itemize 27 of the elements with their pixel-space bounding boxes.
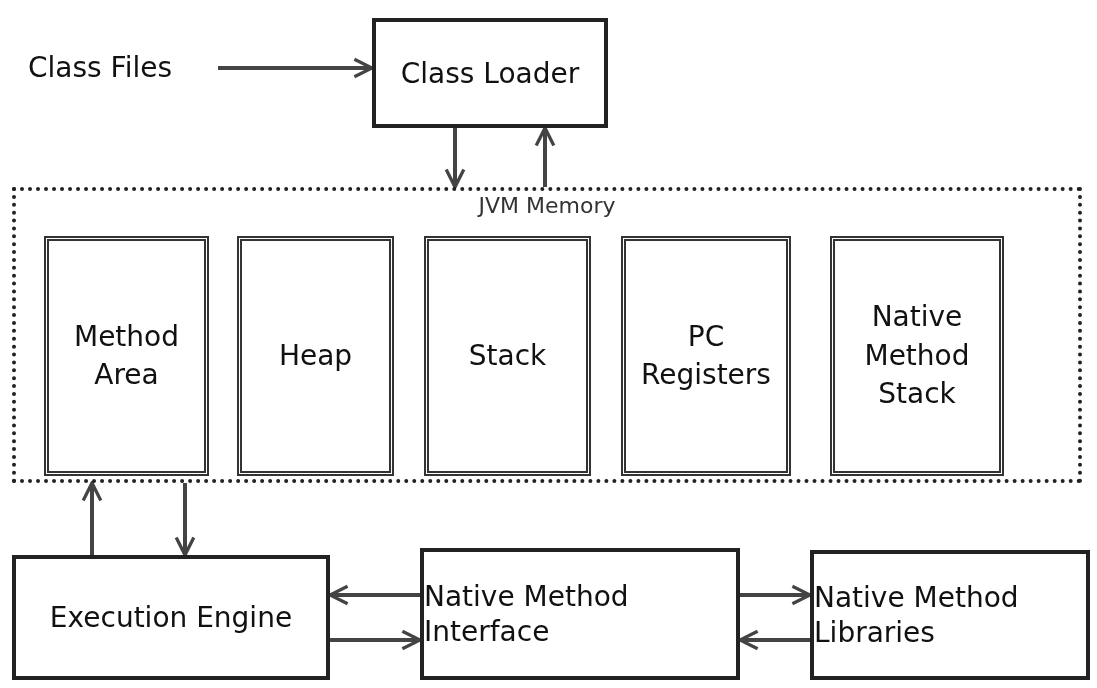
arrow xyxy=(740,584,812,606)
component-box xyxy=(237,236,394,476)
component-label: Native Method Libraries xyxy=(814,580,1020,650)
component-box xyxy=(12,555,330,680)
arrow xyxy=(218,57,374,79)
component-label: Native Method Interface xyxy=(424,579,630,649)
component-label: PC Registers xyxy=(640,318,772,393)
arrow xyxy=(174,483,196,557)
component-box xyxy=(424,236,591,476)
arrow xyxy=(534,126,556,187)
source-label: Class Files xyxy=(28,50,172,86)
component-box xyxy=(621,236,791,476)
arrow xyxy=(330,629,422,651)
component-box xyxy=(810,550,1090,680)
component-label: Execution Engine xyxy=(49,600,293,635)
component-box xyxy=(372,18,608,128)
component-box xyxy=(44,236,209,476)
component-label: Stack xyxy=(468,337,547,374)
component-label: Class Loader xyxy=(400,55,580,91)
memory-region xyxy=(12,187,1082,483)
component-label: Heap xyxy=(278,337,353,374)
arrow xyxy=(444,128,466,189)
arrow xyxy=(81,481,103,555)
component-box xyxy=(830,236,1004,476)
component-box xyxy=(420,548,740,680)
component-label: Native Method Stack xyxy=(863,299,971,413)
component-label: Method Area xyxy=(73,318,180,393)
